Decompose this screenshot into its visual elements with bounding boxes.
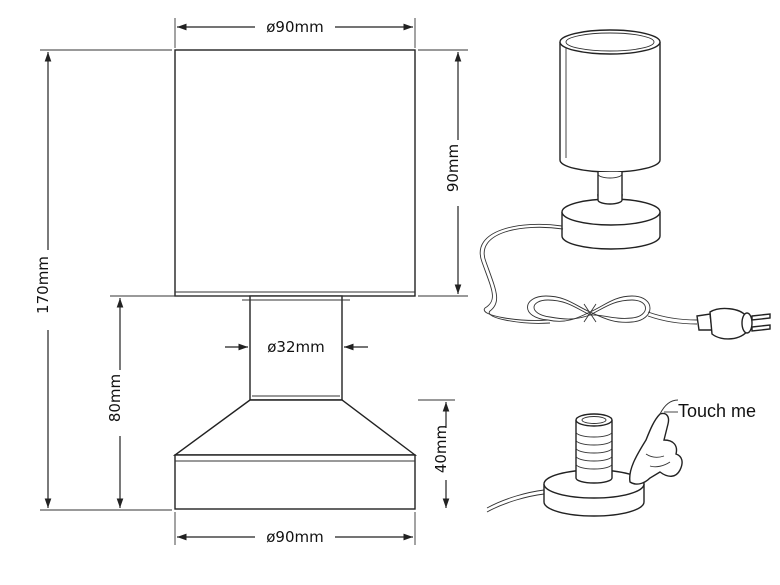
total-height-label: 170mm	[34, 256, 52, 314]
neck-diameter-label: ø32mm	[267, 338, 325, 356]
touch-base-view	[486, 399, 683, 517]
lamp-shade	[174, 49, 416, 297]
base-diameter-label: ø90mm	[266, 528, 324, 546]
lamp-perspective-view	[479, 29, 771, 340]
shade-diameter-label: ø90mm	[266, 18, 324, 36]
foot-height-label: 40mm	[432, 425, 450, 473]
lamp-base-cone	[172, 399, 418, 456]
dimension-lines	[40, 18, 468, 545]
hand-pointing-icon	[629, 399, 683, 485]
lamp-base-foot	[174, 454, 416, 510]
touch-me-label: Touch me	[678, 401, 756, 421]
front-elevation	[172, 49, 418, 510]
shade-height-label: 90mm	[444, 144, 462, 192]
base-height-label: 80mm	[106, 374, 124, 422]
